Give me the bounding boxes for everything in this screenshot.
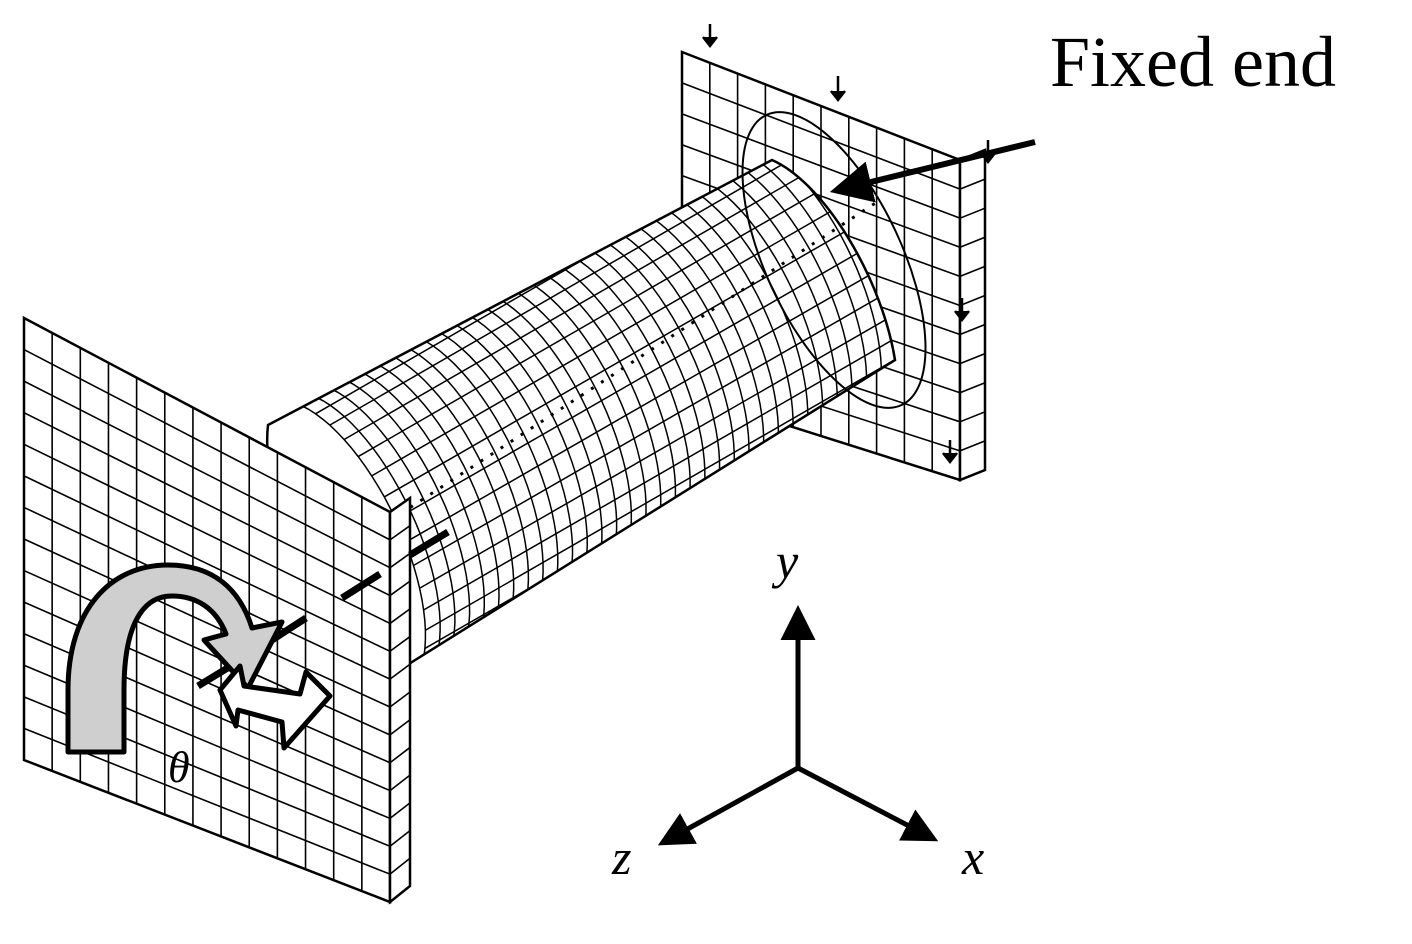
curved-rotation-arrow-icon <box>65 562 285 755</box>
mesh-line <box>371 187 873 477</box>
mesh-line <box>389 719 411 736</box>
axis-y-label: y <box>771 533 799 589</box>
support-arrow-icon <box>830 76 846 103</box>
mesh-line <box>405 253 895 543</box>
mesh-line <box>383 208 885 498</box>
mesh-line <box>681 113 961 219</box>
z-axis-arrow <box>657 765 800 846</box>
mesh-line <box>343 160 845 441</box>
mesh-line <box>23 348 391 541</box>
mesh-line <box>389 802 411 820</box>
mesh-line <box>959 352 986 365</box>
fixed-end-label: Fixed end <box>1050 22 1336 102</box>
mesh-line <box>389 746 411 764</box>
mesh-line <box>959 323 986 336</box>
axis-z-label: z <box>611 829 631 885</box>
axis-dashes <box>196 529 450 689</box>
rotation-load <box>65 562 333 755</box>
mesh-line <box>413 276 895 567</box>
mesh-line <box>23 380 391 569</box>
mesh-line <box>389 552 411 569</box>
mesh-line <box>389 829 411 847</box>
mesh-line <box>681 143 961 249</box>
arrow-icon <box>829 139 1036 203</box>
mesh-line <box>389 857 411 875</box>
mesh-line <box>959 236 986 249</box>
theta-label: θ <box>168 743 190 792</box>
cylinder-far-rim <box>741 111 927 409</box>
mesh-line <box>23 569 391 736</box>
mesh-line <box>389 663 411 680</box>
mesh-line <box>959 178 986 190</box>
support-arrow-icon <box>954 298 970 323</box>
mesh-line <box>959 440 986 452</box>
mesh-line <box>959 411 986 423</box>
mesh-line <box>423 321 895 611</box>
mesh-line <box>389 525 411 541</box>
mesh-line <box>23 538 391 708</box>
mesh-line <box>23 443 391 625</box>
coordinate-axes <box>657 605 939 846</box>
mesh-line <box>389 580 411 597</box>
mesh-line <box>389 774 411 792</box>
mesh-line <box>959 294 986 307</box>
double-headed-bent-arrow-icon <box>217 663 333 751</box>
mesh-line <box>419 299 895 589</box>
support-arrow-icon <box>702 24 718 49</box>
mesh-line <box>959 381 986 394</box>
mesh-line <box>357 167 859 458</box>
axis-x-label: x <box>961 829 984 885</box>
mesh-line <box>395 230 895 520</box>
mesh-line <box>389 635 411 652</box>
mesh-line <box>959 265 986 278</box>
x-axis-arrow <box>796 765 939 842</box>
cylinder-axis <box>329 198 881 562</box>
mesh-line <box>23 411 391 597</box>
support-markers <box>702 24 996 465</box>
mesh-line <box>329 160 831 426</box>
mesh-line <box>389 608 411 625</box>
support-arrow-icon <box>942 440 958 465</box>
mesh-line <box>959 207 986 219</box>
mesh-line <box>425 341 895 631</box>
mesh-line <box>389 691 411 708</box>
fixed-end-annotation: Fixed end <box>829 22 1336 203</box>
mesh-line <box>23 475 391 653</box>
